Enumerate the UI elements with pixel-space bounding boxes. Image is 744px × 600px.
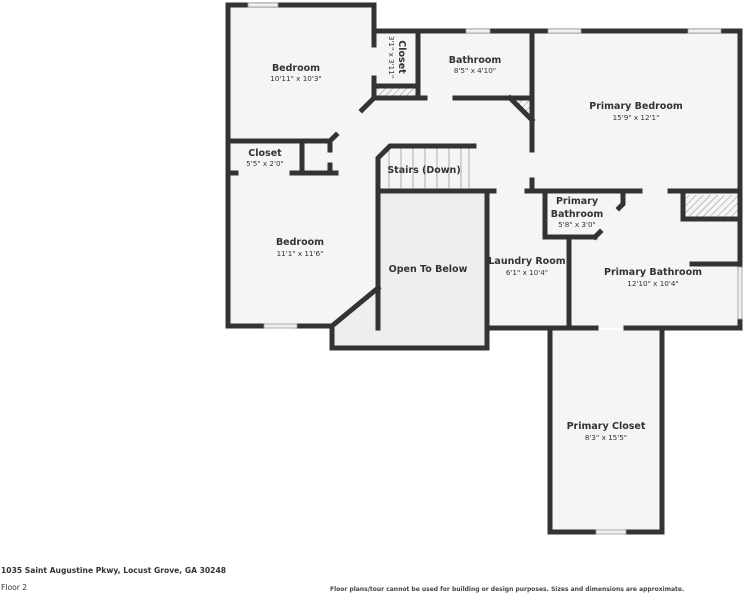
stairs-treads (388, 146, 470, 188)
room-name: Primary Closet (567, 421, 646, 432)
room-primary-closet: Primary Closet 8'3" x 15'5" (567, 421, 646, 442)
room-bedroom-nw: Bedroom 10'11" x 10'3" (270, 63, 321, 83)
room-primary-bath-small: Primary Bathroom 5'8" x 3'0" (551, 196, 604, 229)
room-dimensions: 8'5" x 4'10" (454, 66, 496, 75)
chase-hatch (377, 86, 415, 96)
room-primary-bathroom: Primary Bathroom 12'10" x 10'4" (604, 267, 702, 288)
room-name: Primary Bathroom (604, 267, 702, 278)
room-closet-west: Closet 5'5" x 2'0" (246, 148, 284, 168)
room-name: Bedroom (276, 237, 324, 248)
room-name: Primary (556, 196, 599, 207)
room-dimensions: 11'1" x 11'6" (277, 249, 324, 258)
room-dimensions: 8'3" x 15'5" (585, 433, 627, 442)
room-name: Stairs (Down) (387, 165, 460, 176)
room-name: Laundry Room (488, 256, 565, 267)
room-fills (228, 5, 740, 532)
room-dimensions: 3'1" x 3'11" (387, 36, 396, 78)
room-closet-small: Closet 3'1" x 3'11" (387, 36, 407, 78)
room-bathroom: Bathroom 8'5" x 4'10" (449, 55, 502, 75)
room-open-to-below: Open To Below (389, 264, 468, 275)
floor-label: Floor 2 (1, 583, 28, 592)
property-address: 1035 Saint Augustine Pkwy, Locust Grove,… (1, 566, 227, 575)
room-laundry: Laundry Room 6'1" x 10'4" (488, 256, 565, 277)
disclaimer: Floor plans/tour cannot be used for buil… (330, 586, 685, 593)
room-name: Primary Bedroom (589, 101, 683, 112)
room-primary-bedroom: Primary Bedroom 15'9" x 12'1" (589, 101, 683, 122)
room-bedroom-sw: Bedroom 11'1" x 11'6" (276, 237, 324, 258)
room-dimensions: 15'9" x 12'1" (613, 113, 660, 122)
room-dimensions: 5'5" x 2'0" (246, 159, 284, 168)
room-stairs: Stairs (Down) (387, 165, 460, 176)
room-dimensions: 5'8" x 3'0" (558, 220, 596, 229)
room-name: Closet (396, 40, 407, 74)
room-name: Open To Below (389, 264, 468, 275)
room-dimensions: 10'11" x 10'3" (270, 74, 321, 83)
room-name: Bathroom (449, 55, 502, 66)
room-dimensions: 6'1" x 10'4" (506, 268, 548, 277)
walls (225, 2, 743, 535)
room-name: Bathroom (551, 209, 604, 220)
room-dimensions: 12'10" x 10'4" (627, 279, 678, 288)
room-name: Bedroom (272, 63, 320, 74)
room-name: Closet (248, 148, 282, 159)
windows (247, 2, 743, 535)
chase-hatch (683, 195, 738, 219)
